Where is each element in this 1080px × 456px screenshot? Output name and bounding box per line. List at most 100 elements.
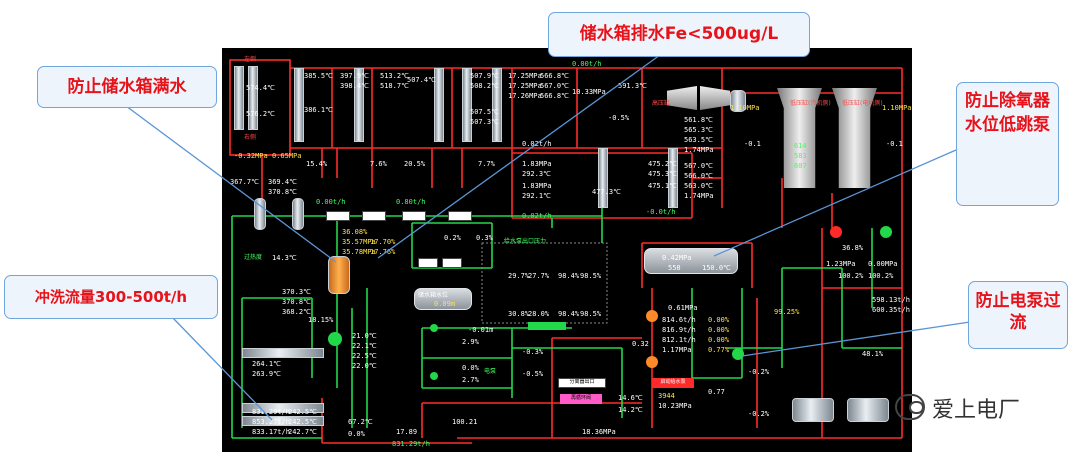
water-storage-tank	[328, 256, 350, 294]
value: 1.74MPa	[684, 146, 714, 154]
valve-box-4[interactable]	[448, 211, 472, 221]
value: 18.15%	[308, 316, 334, 324]
value: 566.8℃	[540, 72, 569, 80]
value: 0.61MPa	[668, 304, 698, 312]
value: 2.7%	[462, 376, 479, 384]
value: 14.6℃	[618, 394, 643, 402]
value: 28.0%	[528, 310, 550, 318]
value: 513.2℃	[380, 72, 409, 80]
drain-panel-frame	[481, 242, 608, 324]
value: 614	[794, 142, 807, 150]
value: -0.2%	[748, 368, 770, 376]
drain-pump-b-icon[interactable]	[430, 372, 438, 380]
value: 98.5%	[580, 272, 602, 280]
value: 814.6t/h	[662, 316, 696, 324]
value: 370.8℃	[268, 188, 297, 196]
valve-box-1[interactable]	[326, 211, 350, 221]
superheater-a	[294, 68, 304, 142]
value: 1.23MPa	[826, 260, 856, 268]
separator-b	[292, 198, 304, 230]
value: 10.33MPa	[572, 88, 606, 96]
value: 242.5℃	[288, 408, 317, 416]
value: 36.8%	[842, 244, 864, 252]
value: 816.9t/h	[662, 326, 696, 334]
separator-a	[254, 198, 266, 230]
value: 0.77	[708, 388, 725, 396]
value: 98.4%	[558, 272, 580, 280]
value: -0.1	[886, 140, 903, 148]
status-bar-green	[528, 322, 566, 330]
value: 17.25MPa	[508, 82, 542, 90]
value: 17.25MPa	[508, 72, 542, 80]
value: 367.7℃	[230, 178, 259, 186]
value: 1.74MPa	[684, 192, 714, 200]
value: 264.1℃	[252, 360, 281, 368]
value: 14.3℃	[272, 254, 297, 262]
value: 292.1℃	[522, 192, 551, 200]
lp-b-label: 低压缸(电机侧)	[842, 100, 883, 107]
value: 0.00%	[708, 326, 730, 334]
value: 36.08%	[342, 228, 368, 236]
sep-outlet-box[interactable]: 分离器出口	[558, 378, 606, 388]
motor-pump-icon[interactable]	[732, 348, 744, 360]
value: 508.2℃	[470, 82, 499, 90]
valve-box-3[interactable]	[402, 211, 426, 221]
value: 98.4%	[558, 310, 580, 318]
control-valve-a[interactable]	[418, 258, 438, 268]
value: 100.21	[452, 418, 478, 426]
value: 398.4℃	[340, 82, 369, 90]
water-wall-left	[234, 66, 244, 130]
drain-pump-a-icon[interactable]	[430, 324, 438, 332]
recirc-button[interactable]: 再循环阀	[560, 394, 602, 404]
value: 7.7%	[478, 160, 495, 168]
value: 98.5%	[580, 310, 602, 318]
value: 7.6%	[370, 160, 387, 168]
value: 17.76%	[370, 248, 396, 256]
hp-heater-a	[792, 398, 834, 422]
value: 566.0℃	[684, 172, 713, 180]
value: -0.5%	[522, 370, 544, 378]
value: 563.5℃	[684, 136, 713, 144]
value: -0.01m	[468, 326, 494, 334]
condensate-pump-a-icon[interactable]	[646, 310, 658, 322]
value: -0.2%	[748, 410, 770, 418]
callout-flush-flow: 冲洗流量300-500t/h	[4, 275, 218, 319]
value: 263.9℃	[252, 370, 281, 378]
value: 27.7%	[528, 272, 550, 280]
value: 0.0%	[348, 430, 365, 438]
value: 0.0%	[462, 364, 479, 372]
value: -0.1	[744, 140, 761, 148]
condensate-pump-b-icon[interactable]	[646, 356, 658, 368]
value: 1.83MPa	[522, 160, 552, 168]
left-side-label: 左侧	[244, 56, 257, 63]
value: 17.70%	[370, 238, 396, 246]
pump-start-button[interactable]: 启动给水泵	[652, 378, 694, 388]
economizer-b	[668, 148, 678, 208]
value: 853.27t/h	[252, 418, 290, 426]
cw-pump-b-icon[interactable]	[830, 226, 842, 238]
value: 370.8℃	[282, 298, 311, 306]
value: 385.5℃	[304, 72, 333, 80]
value: -0.3%	[522, 348, 544, 356]
value: 475.3℃	[648, 170, 677, 178]
water-wall-mid	[248, 66, 258, 130]
value: 0.02t/h	[522, 212, 552, 220]
value: 831.29t/h	[252, 408, 290, 416]
cw-pump-icon[interactable]	[880, 226, 892, 238]
value: 567.0℃	[540, 82, 569, 90]
lp-heater-b	[242, 416, 324, 426]
feedwater-pump-icon[interactable]	[328, 332, 342, 346]
value: 565.3℃	[684, 126, 713, 134]
valve-box-2[interactable]	[362, 211, 386, 221]
value: 0.32	[632, 340, 649, 348]
value: 576.2℃	[246, 110, 275, 118]
watermark-text: 爱上电厂	[932, 398, 1021, 423]
value: 0.00t/h	[316, 198, 346, 206]
value: 833.17t/h	[252, 428, 290, 436]
control-valve-b[interactable]	[442, 258, 462, 268]
value: 0.2%	[444, 234, 461, 242]
value: 0.00t/h	[572, 60, 602, 68]
value: 67.2℃	[348, 418, 373, 426]
value: 369.4℃	[268, 178, 297, 186]
value: 35.57MPa	[342, 238, 376, 246]
